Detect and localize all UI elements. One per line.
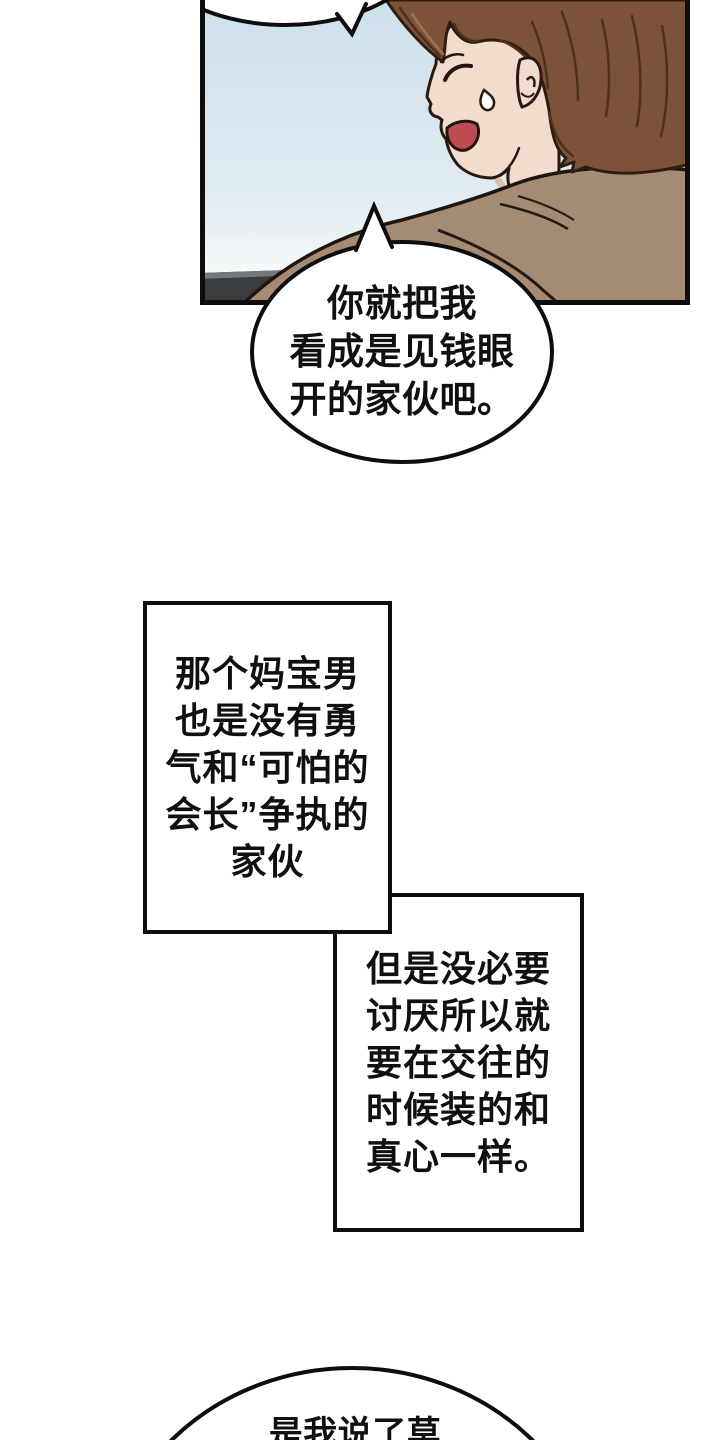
hair-highlight [410,12,445,56]
caption-box-2: 但是没必要 讨厌所以就 要在交往的 时候装的和 真心一样。 [333,893,584,1232]
speech-bubble-top-partial [200,0,391,38]
text-line: 但是没必要 [365,948,551,989]
speech-bubble-bottom [169,1366,535,1440]
text-line: 时候装的和 [365,1089,551,1130]
speech-bubble-main [250,200,554,464]
sweat-drop [479,88,496,112]
character-eye [443,63,473,82]
text-line: 会长”争执的 [165,794,370,835]
text-line: 你就把我 [327,283,477,324]
character-eyebrow [439,53,465,64]
speech-bubble-main-tail [356,206,392,250]
text-line: 家伙 [230,841,305,882]
character-ear [516,56,543,109]
speech-bubble-bottom-text: 是我说了莫 [239,1412,471,1440]
text-line: 气和“可怕的 [165,747,370,788]
text-line: 那个妈宝男 [174,653,360,694]
text-line: 要在交往的 [365,1042,551,1083]
text-line: 也是没有勇 [174,700,360,741]
text-line: 讨厌所以就 [365,995,551,1036]
text-line: 看成是见钱眼 [289,331,515,372]
text-line: 是我说了莫 [268,1415,442,1440]
speech-bubble-main-text: 你就把我 看成是见钱眼 开的家伙吧。 [247,267,557,437]
caption-box-1: 那个妈宝男 也是没有勇 气和“可怕的 会长”争执的 家伙 [143,601,392,934]
jaw-line [492,146,521,180]
character-mouth [445,119,481,152]
text-line: 开的家伙吧。 [289,379,515,420]
text-line: 真心一样。 [365,1136,551,1177]
